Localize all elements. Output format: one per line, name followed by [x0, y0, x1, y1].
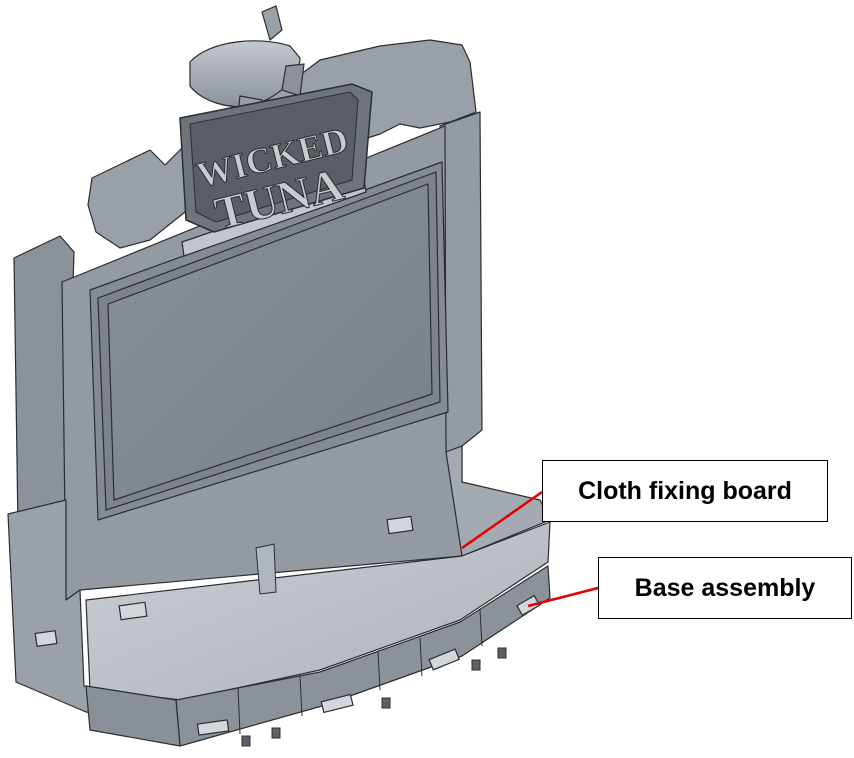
- callout-base-assembly: Base assembly: [598, 557, 852, 619]
- center-bracket: [255, 543, 277, 595]
- cloth-board-leader: [461, 490, 543, 550]
- base-assembly-leader: [527, 586, 599, 608]
- base-left-block: [85, 685, 181, 747]
- sign-plaque: WICKED TUNA: [179, 83, 373, 240]
- fish-sculpture: [189, 5, 305, 121]
- base-front-skirt: [175, 565, 551, 747]
- screen: [107, 183, 433, 501]
- callout-cloth-fixing-board: Cloth fixing board: [542, 460, 828, 522]
- callout-cloth-label: Cloth fixing board: [578, 476, 792, 505]
- callout-base-label: Base assembly: [634, 573, 816, 602]
